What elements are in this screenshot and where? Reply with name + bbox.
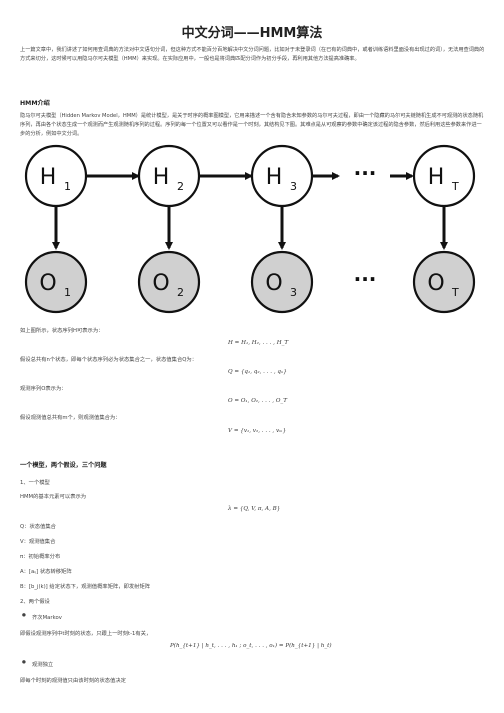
hidden-label-2: H bbox=[153, 165, 170, 190]
obs-set-formula: V = {v₁, v₂, . . . , vₘ} bbox=[228, 428, 287, 434]
svg-text:O: O bbox=[427, 271, 444, 296]
observed-label-3: O bbox=[265, 271, 282, 296]
hidden-node-t bbox=[412, 144, 476, 208]
svg-text:O: O bbox=[152, 271, 169, 296]
svg-text:O: O bbox=[39, 271, 56, 296]
hidden-sub-t: T bbox=[451, 180, 459, 193]
hidden-node-1 bbox=[24, 144, 88, 208]
section-heading-hmm-intro: HMM介绍 bbox=[20, 100, 50, 107]
page-title: 中文分词——HMM算法 bbox=[181, 26, 323, 41]
obs-set-label: 假设观测值总共有m个，则观测值集合为： bbox=[20, 415, 121, 421]
def-b: B：[b_j(k)] 给定状态下，观测值概率矩阵，即发射矩阵 bbox=[20, 584, 151, 590]
hidden-ellipsis: ··· bbox=[354, 161, 377, 185]
observed-label-2: O bbox=[152, 271, 169, 296]
observed-sub-3: 3 bbox=[290, 286, 297, 299]
markov-text: 即假设观测序列中t时刻的状态，只跟上一时刻t-1有关， bbox=[20, 631, 152, 637]
observed-sub-2: 2 bbox=[177, 286, 184, 299]
svg-text:H: H bbox=[428, 165, 445, 190]
intro-paragraph: 上一篇文章中，我们讲述了如何用查词典的方法对中文语句分词，但这种方式不能百分百地… bbox=[20, 47, 485, 62]
hmm-intro-paragraph: 隐马尔可夫模型（Hidden Markov Model，HMM）是统计模型，是关… bbox=[20, 113, 484, 137]
observed-node-2 bbox=[137, 250, 201, 314]
item-one-model: 1、一个模型 bbox=[20, 480, 50, 486]
bullet-obs-independence: 观测独立 bbox=[22, 660, 53, 668]
state-set-label: 假设总共有n个状态，即每个状态序列必为状态集合之一，状态值集合Q为： bbox=[20, 357, 198, 363]
hmm-diagram: H 1 H 2 H 3 H T O 1 O 2 O 3 O T ··· ··· bbox=[24, 144, 476, 314]
state-seq-label: 如上图所示，状态序列H可表示为： bbox=[20, 328, 104, 334]
hidden-sub-1: 1 bbox=[64, 180, 71, 193]
hidden-node-2 bbox=[137, 144, 201, 208]
obs-seq-formula: O = O₁, O₂, . . . , O_T bbox=[228, 398, 287, 404]
state-seq-formula: H = H₁, H₂, . . . , H_T bbox=[228, 340, 289, 346]
def-pi: π：初始概率分布 bbox=[20, 554, 61, 560]
item-one-text: HMM的基本元素可以表示为 bbox=[20, 494, 87, 500]
observed-ellipsis: ··· bbox=[354, 267, 377, 291]
section-heading-model: 一个模型，两个假设，三个问题 bbox=[20, 462, 107, 469]
observed-label-1: O bbox=[39, 271, 56, 296]
observed-node-t bbox=[412, 250, 476, 314]
hidden-label-1: H bbox=[40, 165, 57, 190]
item-two-assumptions: 2、两个假设 bbox=[20, 599, 50, 605]
def-a: A：[aᵢⱼ] 状态转移矩阵 bbox=[20, 569, 72, 575]
hidden-sub-3: 3 bbox=[290, 180, 297, 193]
obs-independence-text: 即每个时刻的观测值只由该时刻的状态值决定 bbox=[20, 678, 126, 684]
svg-text:H: H bbox=[153, 165, 170, 190]
state-set-formula: Q = {q₁, q₂, . . . , qₙ} bbox=[228, 369, 287, 375]
hidden-label-t: H bbox=[428, 165, 445, 190]
svg-text:H: H bbox=[266, 165, 283, 190]
hidden-sub-2: 2 bbox=[177, 180, 184, 193]
def-q: Q：状态值集合 bbox=[20, 524, 56, 530]
observed-sub-1: 1 bbox=[64, 286, 71, 299]
observed-node-1 bbox=[24, 250, 88, 314]
markov-formula: P(h_{t+1} | h_t, . . . , h₁ ; o_t, . . .… bbox=[170, 643, 332, 649]
svg-text:O: O bbox=[265, 271, 282, 296]
svg-text:H: H bbox=[40, 165, 57, 190]
bullet-markov: 齐次Markov bbox=[22, 613, 62, 621]
observed-sub-t: T bbox=[451, 286, 459, 299]
observed-node-3 bbox=[250, 250, 314, 314]
obs-seq-label: 观测序列O表示为： bbox=[20, 386, 67, 392]
lambda-formula: λ = {Q, V, π, A, B} bbox=[228, 506, 281, 512]
def-v: V：观测值集合 bbox=[20, 539, 56, 545]
hidden-label-3: H bbox=[266, 165, 283, 190]
hidden-node-3 bbox=[250, 144, 314, 208]
observed-label-t: O bbox=[427, 271, 444, 296]
